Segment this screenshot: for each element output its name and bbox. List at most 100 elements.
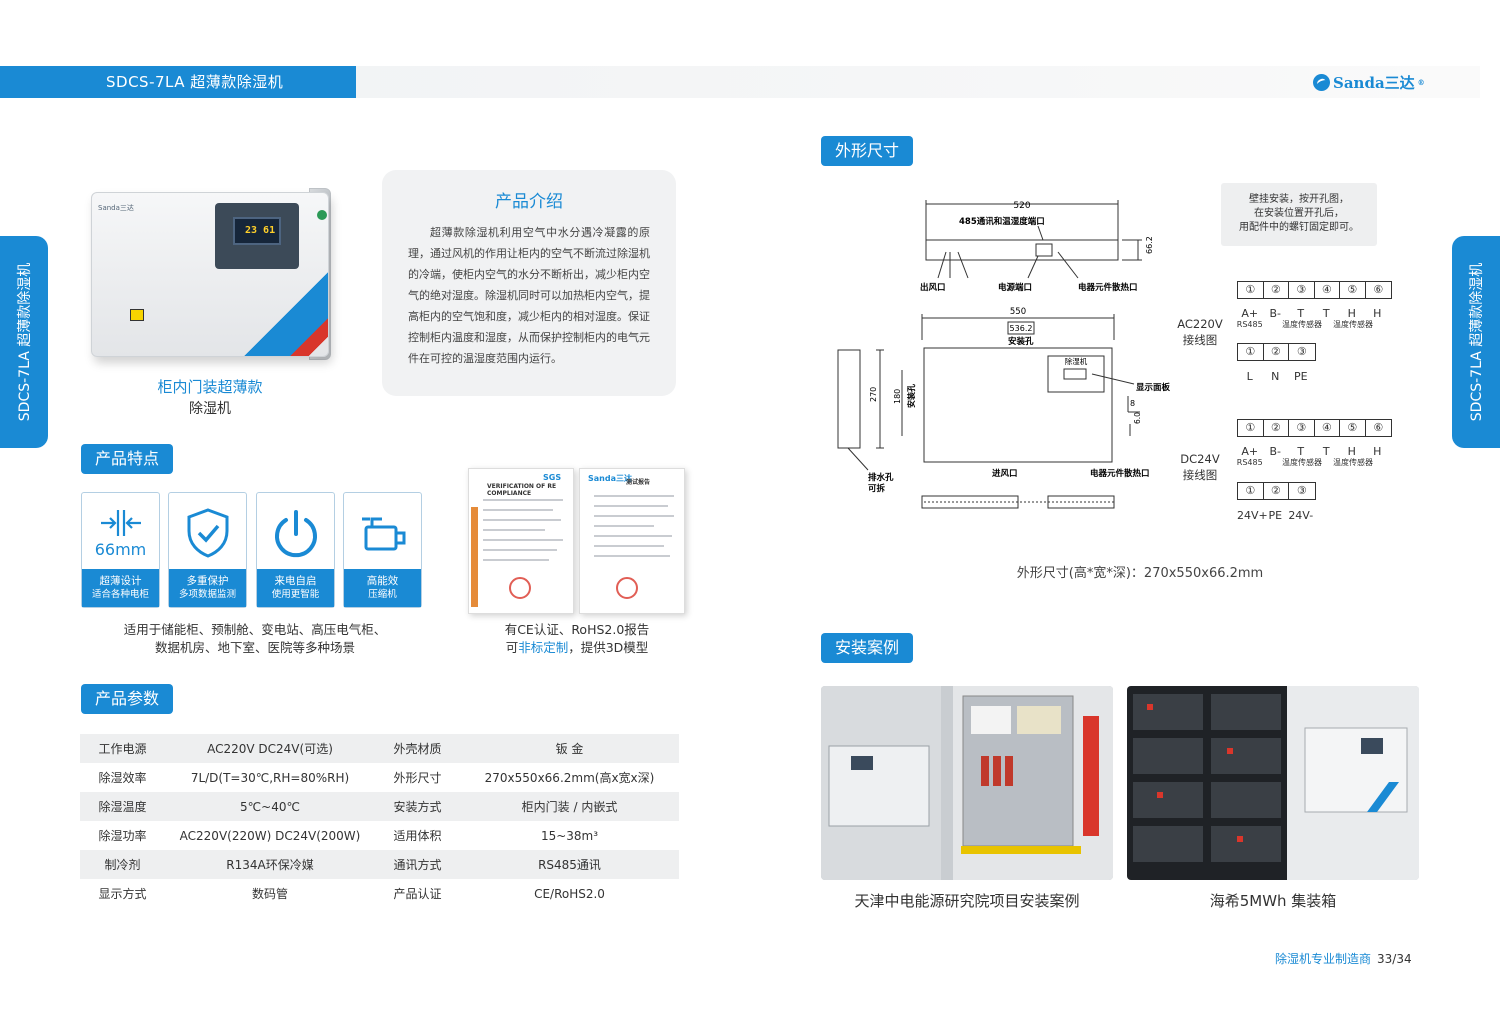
terminal-label: PE xyxy=(1268,509,1283,522)
terminal-number: ① xyxy=(1238,282,1264,298)
warning-label-icon xyxy=(130,309,144,321)
certificate-band xyxy=(471,507,478,607)
dim-display-panel: 显示面板 xyxy=(1136,382,1171,393)
cases-title: 安装案例 xyxy=(821,633,914,663)
feature-caption: 高能效压缩机 xyxy=(344,569,421,607)
param-value: 5℃~40℃ xyxy=(165,792,375,821)
cert-caption-post: ，提供3D模型 xyxy=(568,640,649,655)
product-image: Sanda三达 23 61 xyxy=(91,192,329,357)
terminal-number: ⑥ xyxy=(1373,421,1384,434)
param-value: 数码管 xyxy=(251,887,288,901)
features-title: 产品特点 xyxy=(81,444,174,474)
terminal-label-text: H xyxy=(1347,307,1356,320)
feature-card-efficiency: 高能效压缩机 xyxy=(343,492,422,608)
red-stamp-icon xyxy=(616,577,638,599)
terminal-label-text: H xyxy=(1347,445,1356,458)
dim-port485: 485通讯和温湿度端口 xyxy=(959,216,1045,227)
terminal-number: ② xyxy=(1264,344,1289,360)
dim-mount-hole: 安装孔 xyxy=(1008,336,1034,347)
param-key: 外壳材质 xyxy=(375,734,460,763)
dc-wiring-label: DC24V 接线图 xyxy=(1176,451,1224,483)
terminal-number: ④ xyxy=(1315,420,1340,436)
terminal-label: N xyxy=(1271,370,1280,383)
terminal-label: T xyxy=(1314,307,1340,330)
param-key: 工作电源 xyxy=(80,734,165,763)
dim-d66: 66.2 xyxy=(1145,236,1154,254)
footer-tagline: 除湿机专业制造商 xyxy=(1275,952,1372,966)
cert-caption-line2: 可非标定制，提供3D模型 xyxy=(462,639,692,657)
case-caption-1: 天津中电能源研究院项目安装案例 xyxy=(854,892,1080,910)
cert-text-line xyxy=(483,549,557,551)
feature-card-autostart: 来电自启使用更智能 xyxy=(256,492,335,608)
param-value: 7L/D(T=30℃,RH=80%RH) xyxy=(190,770,350,785)
compressor-icon xyxy=(344,503,421,563)
dim-power-port: 电源端口 xyxy=(998,282,1032,293)
cert-text-line xyxy=(483,499,563,501)
product-caption-line1: 柜内门装超薄款 xyxy=(157,378,263,396)
param-value: 15~38m³ xyxy=(540,828,599,843)
param-value: 钣 金 xyxy=(460,734,679,763)
device-digits: 23 61 xyxy=(245,225,276,236)
brand-logo: Sanda三达® xyxy=(1313,70,1425,94)
dim-w536-box xyxy=(1007,321,1035,335)
param-key: 安装方式 xyxy=(375,792,460,821)
device-stripe xyxy=(242,271,328,356)
custom-highlight: 非标定制 xyxy=(518,640,569,655)
dim-mount-hole-v: 安装孔 xyxy=(906,384,916,408)
cert-text-line xyxy=(483,509,553,511)
terminal-label: PE xyxy=(1293,370,1308,383)
device-display: 23 61 xyxy=(233,217,281,245)
dim-h180: 180 xyxy=(893,389,902,404)
cert-text-line xyxy=(594,495,674,497)
install-note: 壁挂安装，按开孔图， 在安装位置开孔后， 用配件中的螺钉固定即可。 xyxy=(1221,183,1377,246)
terminal-label-sub: RS485 xyxy=(1236,320,1263,329)
dimension-drawing: 520 485通讯和温湿度端口 66.2 出风口 电源端口 电器元件散热口 55… xyxy=(837,200,1171,509)
terminal-number: ③ xyxy=(1289,420,1315,436)
cert-text-line xyxy=(483,519,561,521)
registered-mark: ® xyxy=(1417,77,1425,87)
compress-arrows-icon: 66mm xyxy=(82,503,159,563)
param-key: 显示方式 xyxy=(98,887,147,901)
terminal-label-text: H xyxy=(1373,307,1382,320)
dim-w536: 536.2 xyxy=(1010,324,1033,333)
terminal-label-text: T xyxy=(1322,307,1330,320)
terminal-label: B- xyxy=(1263,307,1289,330)
container-photo-illustration xyxy=(1127,686,1419,880)
dim-n6: 6.0 xyxy=(1133,412,1142,424)
param-key: 除湿功率 xyxy=(98,829,147,843)
feature-sub: 使用更智能 xyxy=(271,589,320,600)
intro-body: 超薄款除湿机利用空气中水分遇冷凝露的原理，通过风机的作用让柜内的空气不断流过除湿… xyxy=(408,226,650,365)
cabinet-photo-illustration xyxy=(821,686,1113,880)
param-value: AC220V DC24V(可选) xyxy=(165,734,375,763)
case-photo-1 xyxy=(821,686,1113,880)
power-icon xyxy=(257,503,334,563)
intro-title: 产品介绍 xyxy=(495,192,563,212)
terminal-label-sub: RS485 xyxy=(1236,458,1263,467)
param-value: AC220V(220W) DC24V(200W) xyxy=(179,828,361,843)
feature-label: 来电自启 xyxy=(274,575,317,587)
terminal-label-text: H xyxy=(1373,445,1382,458)
dc-wiring-label-line2: 接线图 xyxy=(1182,468,1218,482)
terminal-label: A+RS485 xyxy=(1237,445,1263,468)
side-tab-left-label: SDCS-7LA 超薄款除湿机 xyxy=(17,262,33,422)
cert-text-line xyxy=(594,525,654,527)
certificate-sgs: SGS VERIFICATION OF RE COMPLIANCE xyxy=(468,468,574,614)
feature-caption: 来电自启使用更智能 xyxy=(257,569,334,607)
cert-caption-line1: 有CE认证、RoHS2.0报告 xyxy=(504,622,650,637)
param-value: 柜内门装 / 内嵌式 xyxy=(460,792,679,821)
terminal-label-text: B- xyxy=(1269,307,1281,320)
brand-name: Sanda三达 xyxy=(1333,73,1415,92)
param-key: 外形尺寸 xyxy=(393,771,442,785)
terminal-number: ② xyxy=(1264,420,1289,436)
terminal-label-text: A+ xyxy=(1241,307,1259,320)
cert-text-line xyxy=(594,545,664,547)
